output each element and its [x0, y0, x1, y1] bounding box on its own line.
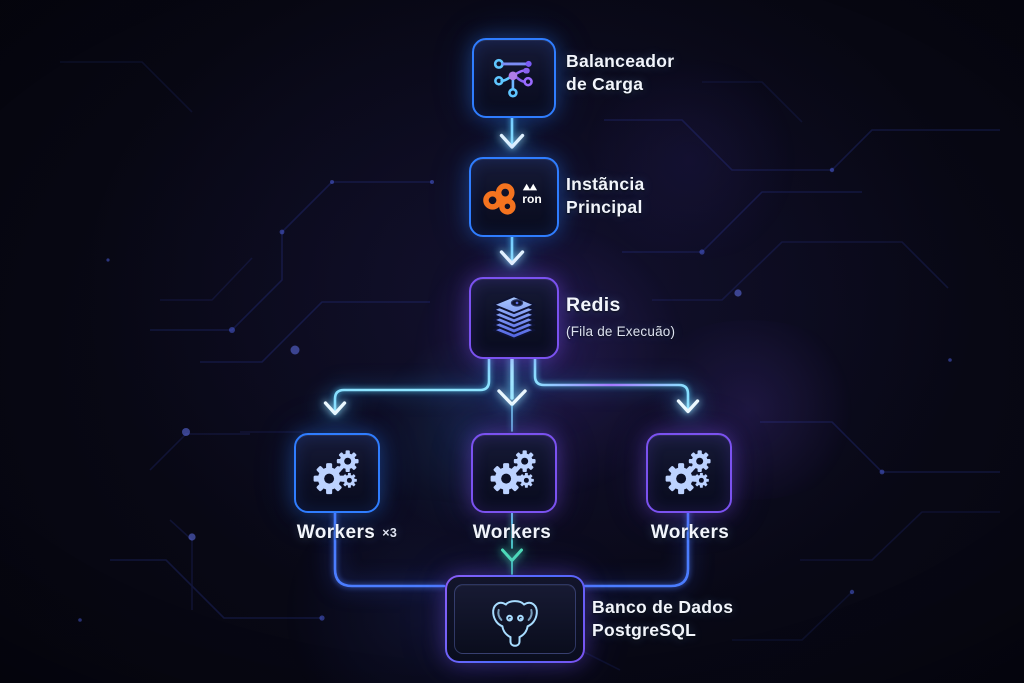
load-balancer-node [472, 38, 556, 118]
edge-redis-to-workers-left [323, 355, 491, 416]
edge-lb-to-main [499, 112, 525, 149]
redis-subtitle: (Fila de Execuão) [566, 324, 676, 339]
database-stack-icon [492, 295, 536, 340]
postgres-elephant-icon [492, 600, 538, 647]
logo-mountains-glyph [522, 183, 538, 191]
gears-icon [665, 450, 711, 495]
load-balancer-label: Balanceador de Carga [566, 50, 674, 96]
load-balancer-label-line2: de Carga [566, 74, 644, 94]
postgres-label: Banco de Dados PostgreSQL [592, 596, 733, 642]
edge-redis-to-workers-right [533, 355, 700, 414]
edge-main-to-redis [499, 232, 525, 266]
redis-title: Redis [566, 294, 621, 316]
n8n-logo-icon: ron [483, 183, 542, 215]
main-instance-label: Instãncia Principal [566, 173, 645, 219]
postgres-label-line2: PostgreSQL [592, 620, 697, 640]
load-balancer-label-line1: Balanceador [566, 51, 675, 71]
main-instance-label-line2: Principal [566, 197, 643, 217]
workers-center-label: Workers [472, 522, 552, 543]
postgres-node [445, 575, 585, 663]
workers-left-node [294, 433, 380, 513]
workers-left-label: Workers×3 [296, 522, 398, 543]
logo-text: ron [522, 192, 541, 206]
gears-icon [313, 450, 359, 495]
postgres-label-line1: Banco de Dados [592, 597, 734, 617]
main-instance-label-line1: Instãncia [566, 174, 645, 194]
workers-count-badge: ×3 [382, 526, 398, 540]
gears-icon [490, 450, 536, 495]
workers-center-node [471, 433, 557, 513]
workers-right-label: Workers [650, 522, 730, 543]
redis-label: Redis (Fila de Execuão) [566, 294, 675, 343]
main-instance-node: ron [469, 157, 559, 237]
postgres-node-panel [454, 584, 576, 654]
network-nodes-icon [493, 58, 533, 98]
workers-right-node [646, 433, 732, 513]
redis-node [469, 277, 559, 359]
edge-redis-to-workers-center [497, 355, 527, 432]
